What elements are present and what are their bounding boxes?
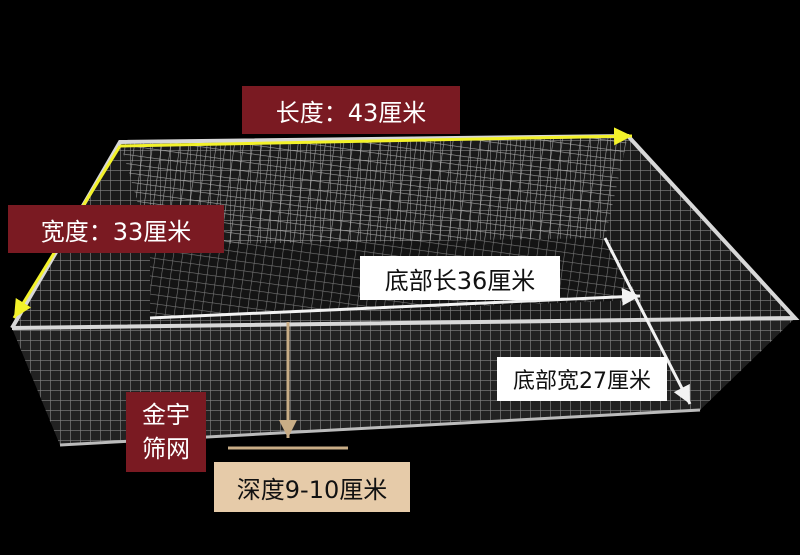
bottom-width-label: 底部宽27厘米 — [497, 357, 667, 401]
width-label: 宽度：33厘米 — [8, 205, 224, 253]
depth-label: 深度9-10厘米 — [214, 462, 410, 512]
bottom-width-line — [603, 237, 692, 405]
bottom-length-label: 底部长36厘米 — [360, 256, 560, 300]
brand-line-1: 金宇 — [142, 401, 190, 429]
brand-line-2: 筛网 — [142, 435, 190, 463]
brand-label: 金宇 筛网 — [126, 392, 206, 472]
length-label: 长度：43厘米 — [242, 86, 460, 134]
length-measure-line — [119, 127, 633, 148]
